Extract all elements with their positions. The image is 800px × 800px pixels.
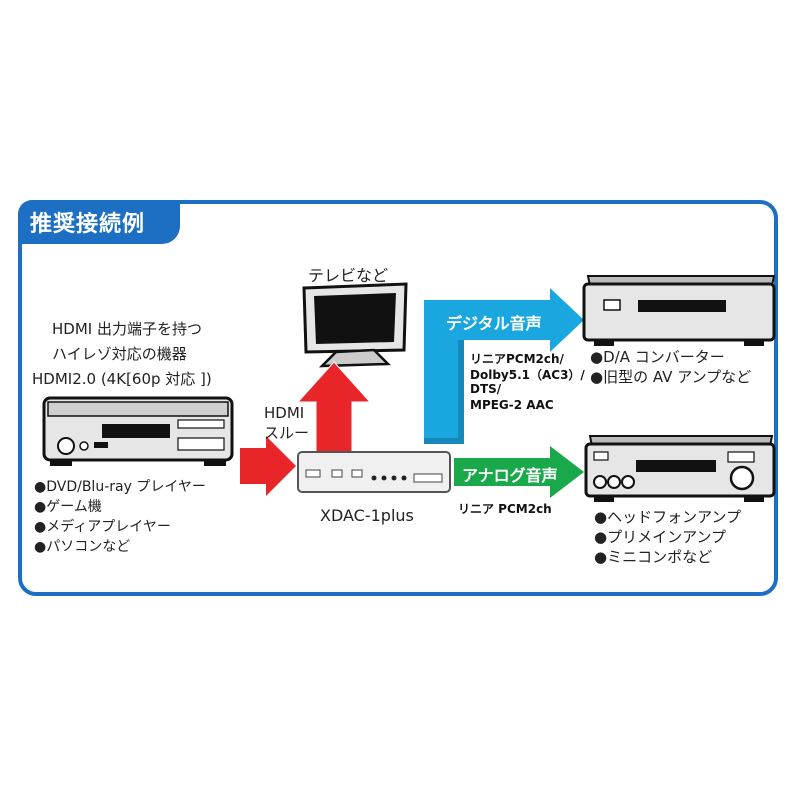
source-heading-line1: HDMI 出力端子を持つ (52, 320, 202, 338)
source-list-item: ●メディアプレイヤー (34, 519, 171, 535)
analog-audio-arrow (454, 446, 584, 498)
source-heading-line2: ハイレゾ対応の機器 (52, 345, 187, 363)
analog-target: ●ミニコンポなど (594, 548, 713, 566)
digital-format: リニアPCM2ch/ (470, 352, 564, 366)
amplifier-icon (584, 435, 776, 502)
source-list-item: ●DVD/Blu-ray プレイヤー (34, 479, 206, 495)
digital-format: DTS/ (470, 382, 502, 396)
dac-converter-icon (582, 275, 776, 346)
hdmi-input-arrow (240, 436, 296, 496)
hdmi-thru-label-line2: スルー (264, 424, 310, 442)
header-tab (18, 200, 180, 244)
digital-format: MPEG-2 AAC (470, 398, 554, 412)
source-player-icon (42, 396, 234, 466)
source-list-item: ●ゲーム機 (34, 499, 102, 515)
digital-target: ●D/A コンバーター (590, 348, 725, 366)
analog-target: ●プリメインアンプ (594, 528, 727, 546)
tv-icon (302, 282, 408, 368)
digital-format: Dolby5.1（AC3）/ (470, 368, 585, 382)
source-heading-line3: HDMI2.0 (4K[60p 対応 ]) (32, 370, 212, 388)
analog-arrow-label: アナログ音声 (462, 466, 558, 485)
analog-target: ●ヘッドフォンアンプ (594, 508, 742, 526)
digital-target: ●旧型の AV アンプなど (590, 368, 752, 386)
source-list-item: ●パソコンなど (34, 539, 131, 555)
hdmi-thru-label-line1: HDMI (264, 404, 305, 422)
diagram-title: 推奨接続例 (30, 212, 146, 237)
digital-arrow-shade (424, 340, 464, 444)
device-label: XDAC-1plus (320, 506, 414, 525)
digital-arrow-label: デジタル音声 (446, 314, 542, 333)
hdmi-thru-arrow (296, 361, 372, 459)
tv-label: テレビなど (308, 266, 389, 285)
analog-format: リニア PCM2ch (458, 502, 552, 516)
xdac-device-icon (297, 451, 451, 493)
